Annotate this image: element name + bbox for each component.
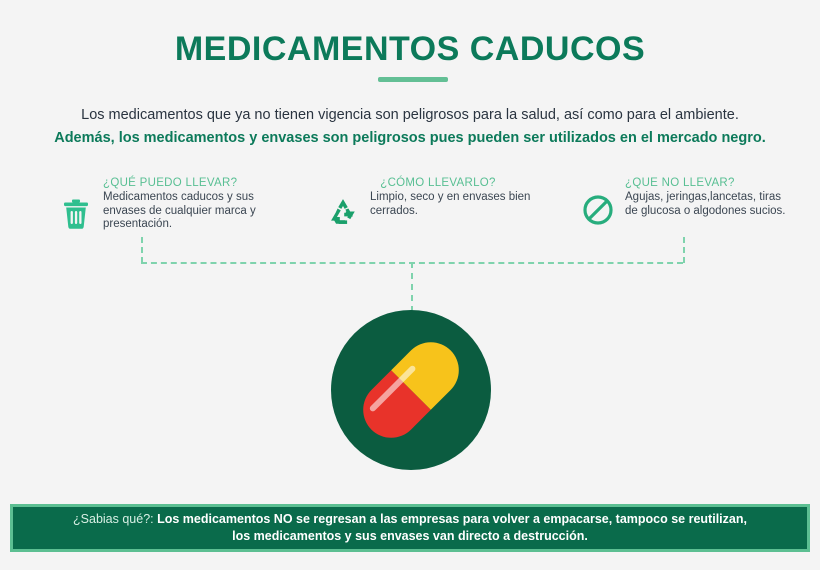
banner-lead-label: ¿Sabias qué?:	[73, 512, 154, 526]
info-column-que-puedo-llevar: ¿QUÉ PUEDO LLEVAR? Medicamentos caducos …	[58, 176, 273, 234]
info-column-text: ¿CÓMO LLEVARLO? Limpio, seco y en envase…	[370, 176, 540, 218]
trash-can-icon	[58, 194, 94, 234]
recycle-icon	[325, 192, 361, 232]
info-column-text: ¿QUE NO LLEVAR? Agujas, jeringas,lanceta…	[625, 176, 795, 218]
info-column-como-llevarlo: ¿CÓMO LLEVARLO? Limpio, seco y en envase…	[325, 176, 540, 232]
info-column-que-no-llevar: ¿QUE NO LLEVAR? Agujas, jeringas,lanceta…	[580, 176, 795, 230]
connector-line-center	[411, 262, 413, 312]
column-heading: ¿QUE NO LLEVAR?	[625, 177, 735, 189]
title-divider	[378, 77, 448, 82]
connector-line-right	[683, 237, 685, 263]
column-heading: ¿QUÉ PUEDO LLEVAR?	[103, 177, 238, 189]
pill-capsule-icon	[351, 330, 471, 450]
did-you-know-banner: ¿Sabias qué?: Los medicamentos NO se reg…	[10, 504, 810, 552]
center-circle	[331, 310, 491, 470]
intro-block: Los medicamentos que ya no tienen vigenc…	[0, 105, 820, 148]
banner-line-2: los medicamentos y sus envases van direc…	[232, 529, 588, 543]
banner-line-1: Los medicamentos NO se regresan a las em…	[153, 512, 747, 526]
column-body: Limpio, seco y en envases bien cerrados.	[370, 191, 531, 217]
intro-line-1: Los medicamentos que ya no tienen vigenc…	[81, 107, 739, 123]
page-title: MEDICAMENTOS CADUCOS	[174, 30, 646, 68]
connector-line-left	[141, 237, 143, 263]
info-column-text: ¿QUÉ PUEDO LLEVAR? Medicamentos caducos …	[103, 176, 273, 232]
column-heading: ¿CÓMO LLEVARLO?	[380, 177, 496, 189]
intro-line-2: Además, los medicamentos y envases son p…	[54, 130, 766, 146]
banner-text: ¿Sabias qué?: Los medicamentos NO se reg…	[73, 511, 747, 545]
column-body: Agujas, jeringas,lancetas, tiras de gluc…	[625, 191, 786, 217]
column-body: Medicamentos caducos y sus envases de cu…	[103, 191, 256, 230]
prohibition-icon	[580, 190, 616, 230]
